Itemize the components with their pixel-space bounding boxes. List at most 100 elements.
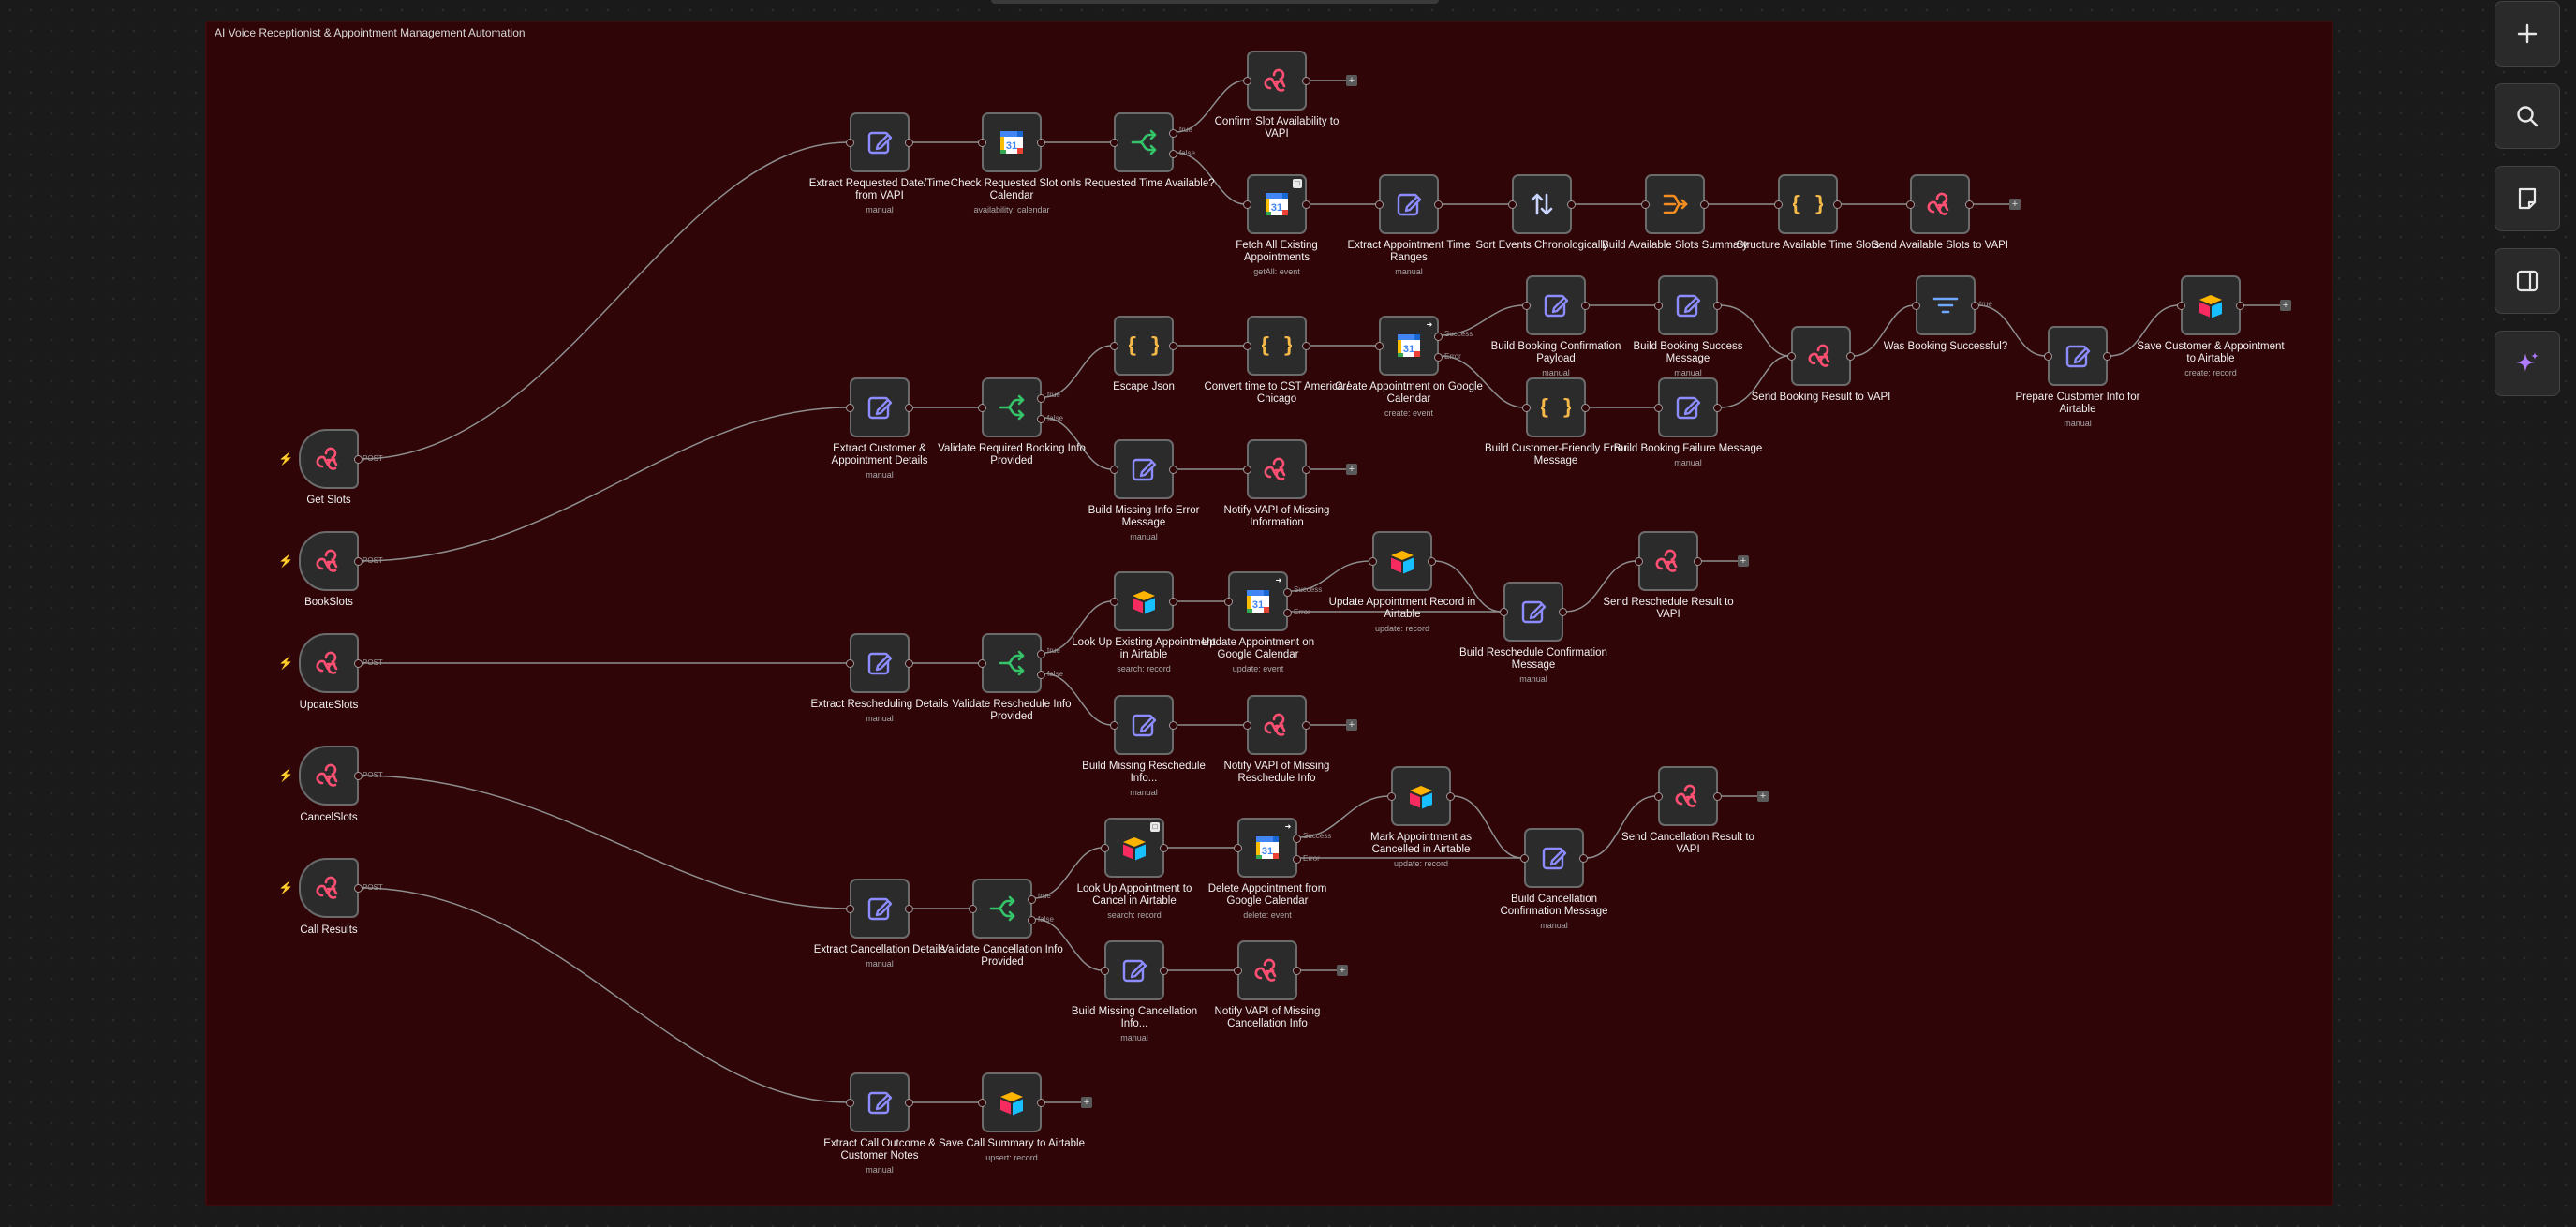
output-handle[interactable] bbox=[1965, 200, 1974, 209]
trigger-call-results[interactable] bbox=[299, 858, 363, 918]
input-handle[interactable] bbox=[978, 404, 986, 412]
input-handle[interactable] bbox=[1243, 77, 1251, 85]
output-handle[interactable] bbox=[2103, 352, 2111, 361]
trigger-update-slots[interactable] bbox=[299, 633, 363, 693]
output-handle-error[interactable] bbox=[1293, 855, 1301, 864]
input-handle[interactable] bbox=[1243, 342, 1251, 350]
output-handle[interactable] bbox=[1713, 404, 1722, 412]
input-handle[interactable] bbox=[1387, 792, 1396, 801]
output-handle[interactable] bbox=[1169, 598, 1177, 606]
output-handle[interactable] bbox=[1428, 557, 1436, 566]
output-handle-true[interactable] bbox=[1169, 129, 1177, 138]
output-handle[interactable] bbox=[1169, 342, 1177, 350]
node-n1[interactable] bbox=[846, 112, 913, 172]
input-handle[interactable] bbox=[1110, 721, 1118, 730]
input-handle[interactable] bbox=[846, 139, 854, 147]
node-b2[interactable] bbox=[978, 377, 1045, 437]
output-handle[interactable] bbox=[354, 659, 363, 668]
node-b7[interactable] bbox=[1654, 275, 1722, 335]
node-b13[interactable] bbox=[2177, 275, 2244, 335]
node-r2[interactable] bbox=[978, 1072, 1045, 1132]
node-u2[interactable] bbox=[978, 633, 1045, 693]
output-handle[interactable] bbox=[1302, 200, 1310, 209]
output-handle-false[interactable] bbox=[1169, 150, 1177, 158]
input-handle[interactable] bbox=[1654, 792, 1663, 801]
add-node-plus-icon[interactable]: + bbox=[1346, 75, 1357, 86]
output-handle[interactable] bbox=[354, 557, 363, 566]
node-b6[interactable] bbox=[1522, 275, 1590, 335]
input-handle[interactable] bbox=[1369, 557, 1377, 566]
input-handle[interactable] bbox=[2044, 352, 2052, 361]
input-handle[interactable] bbox=[846, 659, 854, 668]
output-handle-false[interactable] bbox=[1028, 916, 1036, 924]
node-u8[interactable] bbox=[1110, 695, 1177, 755]
output-handle[interactable] bbox=[2236, 302, 2244, 310]
input-handle[interactable] bbox=[1654, 302, 1663, 310]
output-handle-success[interactable] bbox=[1293, 835, 1301, 843]
node-c5[interactable] bbox=[1387, 766, 1455, 826]
trigger-cancel-slots[interactable] bbox=[299, 746, 363, 806]
input-handle[interactable] bbox=[846, 905, 854, 913]
output-handle-success[interactable] bbox=[1283, 588, 1292, 597]
output-handle[interactable] bbox=[905, 659, 913, 668]
add-node-plus-icon[interactable]: + bbox=[1346, 464, 1357, 475]
add-node-button[interactable] bbox=[2495, 1, 2560, 67]
trigger-get-slots[interactable] bbox=[299, 429, 363, 489]
output-handle[interactable] bbox=[905, 139, 913, 147]
node-c9[interactable] bbox=[1234, 940, 1301, 1000]
input-handle[interactable] bbox=[978, 139, 986, 147]
input-handle[interactable] bbox=[1243, 721, 1251, 730]
input-handle[interactable] bbox=[1520, 854, 1529, 863]
node-b11[interactable] bbox=[1912, 275, 1979, 335]
input-handle[interactable] bbox=[1243, 200, 1251, 209]
node-b5[interactable]: ➜ bbox=[1375, 316, 1443, 376]
output-handle[interactable] bbox=[1037, 1099, 1045, 1107]
input-handle[interactable] bbox=[1110, 466, 1118, 474]
node-b15[interactable] bbox=[1243, 439, 1310, 499]
add-node-plus-icon[interactable]: + bbox=[2280, 300, 2291, 311]
add-node-plus-icon[interactable]: + bbox=[1346, 719, 1357, 731]
output-handle-error[interactable] bbox=[1434, 353, 1443, 362]
node-u9[interactable] bbox=[1243, 695, 1310, 755]
output-handle[interactable] bbox=[354, 455, 363, 464]
input-handle[interactable] bbox=[1101, 967, 1109, 975]
output-handle[interactable] bbox=[1169, 466, 1177, 474]
output-handle[interactable] bbox=[1302, 77, 1310, 85]
input-handle[interactable] bbox=[1522, 404, 1531, 412]
node-c2[interactable] bbox=[969, 879, 1036, 939]
output-handle[interactable] bbox=[1559, 608, 1567, 616]
add-node-plus-icon[interactable]: + bbox=[1757, 791, 1769, 802]
node-b1[interactable] bbox=[846, 377, 913, 437]
node-b8[interactable] bbox=[1522, 377, 1590, 437]
node-b12[interactable] bbox=[2044, 326, 2111, 386]
node-c4[interactable]: ➜ bbox=[1234, 818, 1301, 878]
node-n8[interactable] bbox=[1641, 174, 1709, 234]
node-c1[interactable] bbox=[846, 879, 913, 939]
input-handle[interactable] bbox=[1110, 139, 1118, 147]
input-handle[interactable] bbox=[1500, 608, 1508, 616]
output-handle-false[interactable] bbox=[1037, 415, 1045, 423]
input-handle[interactable] bbox=[978, 659, 986, 668]
output-handle[interactable] bbox=[1160, 844, 1168, 852]
output-handle[interactable] bbox=[1302, 342, 1310, 350]
node-n9[interactable] bbox=[1774, 174, 1842, 234]
input-handle[interactable] bbox=[1375, 342, 1384, 350]
input-handle[interactable] bbox=[1774, 200, 1783, 209]
output-handle[interactable] bbox=[1846, 352, 1855, 361]
node-b10[interactable] bbox=[1787, 326, 1855, 386]
output-handle-success[interactable] bbox=[1434, 333, 1443, 341]
output-handle[interactable] bbox=[1302, 721, 1310, 730]
output-handle[interactable] bbox=[1713, 302, 1722, 310]
add-node-plus-icon[interactable]: + bbox=[1738, 555, 1749, 567]
sticky-note-button[interactable] bbox=[2495, 166, 2560, 231]
output-handle[interactable] bbox=[1567, 200, 1576, 209]
node-c3[interactable]: □ bbox=[1101, 818, 1168, 878]
add-node-plus-icon[interactable]: + bbox=[2009, 199, 2021, 210]
node-u1[interactable] bbox=[846, 633, 913, 693]
output-handle[interactable] bbox=[905, 1099, 913, 1107]
node-n7[interactable] bbox=[1508, 174, 1576, 234]
node-n5[interactable]: □ bbox=[1243, 174, 1310, 234]
input-handle[interactable] bbox=[1234, 967, 1242, 975]
node-n10[interactable] bbox=[1906, 174, 1974, 234]
output-handle-true[interactable] bbox=[1037, 394, 1045, 403]
